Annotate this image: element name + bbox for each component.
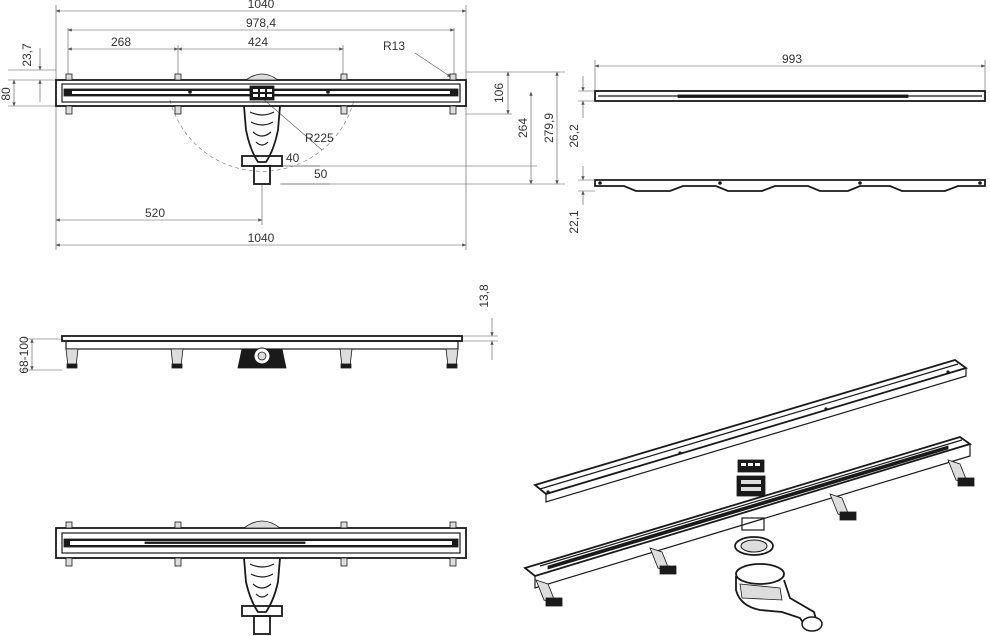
dim-side-height: 68-100 [17, 336, 31, 374]
dim-side-top: 13,8 [477, 284, 491, 308]
plan-view: 1040 978,4 268 424 R13 23,7 80 106 264 2… [0, 0, 565, 250]
dim-grate-height: 26,2 [567, 124, 581, 148]
iso-channel [523, 436, 973, 589]
side-feet [65, 348, 459, 369]
dim-bottom-length: 1040 [248, 231, 275, 245]
installed-view [55, 520, 467, 635]
installed-feet [65, 521, 457, 567]
plan-outlet [241, 73, 283, 185]
dim-depth-279: 279,9 [542, 113, 556, 143]
dim-corner-radius: R13 [383, 39, 405, 53]
dim-segment-right: 424 [248, 35, 268, 49]
dim-segment-left: 268 [111, 35, 131, 49]
dim-top-length: 1040 [248, 0, 275, 11]
side-outlet [237, 347, 287, 369]
dim-channel-height: 80 [0, 87, 13, 101]
dim-depth-264: 264 [516, 118, 530, 138]
dim-outlet-inner: 40 [286, 151, 300, 165]
iso-outlet [734, 536, 823, 632]
dim-edge-offset: 23,7 [20, 43, 34, 67]
iso-feet [535, 459, 975, 607]
grate-view: 993 26,2 22,1 [567, 52, 986, 234]
dim-depth-outlet: 106 [492, 83, 506, 103]
dim-inner-length: 978,4 [246, 16, 276, 30]
dim-outlet-position: 520 [145, 206, 165, 220]
side-view: 13,8 68-100 [17, 284, 498, 374]
installed-outlet [241, 520, 283, 635]
isometric-view [523, 359, 975, 632]
dim-outlet-outer: 50 [314, 167, 328, 181]
iso-hair-trap [736, 459, 766, 531]
plan-feet [65, 73, 457, 115]
dim-swing-radius: R225 [305, 131, 334, 145]
dim-grate-length: 993 [782, 52, 802, 66]
iso-grate [533, 359, 968, 503]
dim-profile-height: 22,1 [567, 210, 581, 234]
